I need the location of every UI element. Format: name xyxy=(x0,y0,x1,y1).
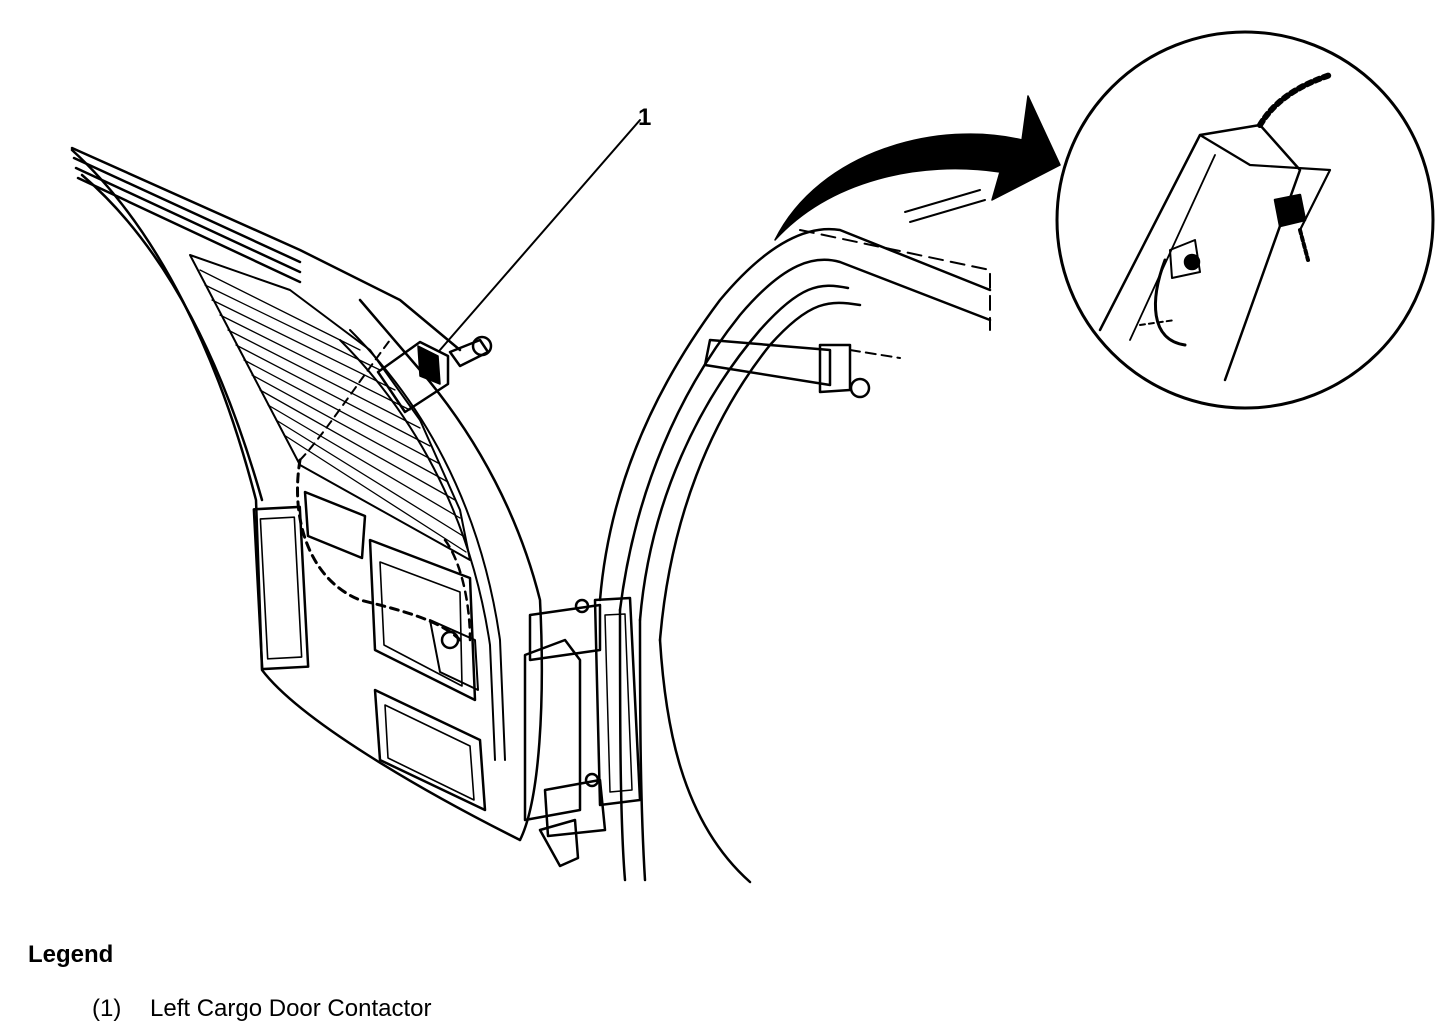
callout-number-1: 1 xyxy=(638,104,652,131)
door-opening-frame xyxy=(598,189,992,884)
detail-arrow xyxy=(774,95,1061,241)
legend-item-label: Left Cargo Door Contactor xyxy=(150,995,432,1022)
callout-leader-line xyxy=(439,119,641,351)
cargo-door xyxy=(70,146,580,868)
door-hinges xyxy=(523,596,642,838)
detail-magnifier xyxy=(1055,30,1435,410)
legend-item: (1) Left Cargo Door Contactor xyxy=(92,995,431,1023)
door-contactor-part xyxy=(376,335,493,414)
legend-item-number: (1) xyxy=(92,995,122,1022)
legend-title: Legend xyxy=(28,941,114,968)
cargo-door-diagram xyxy=(70,30,1435,884)
